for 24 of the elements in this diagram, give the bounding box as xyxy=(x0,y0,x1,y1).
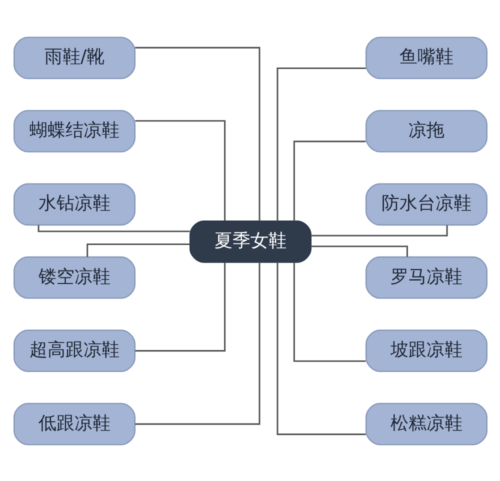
node-box: 防水台凉鞋 xyxy=(364,182,487,226)
node-box: 坡跟凉鞋 xyxy=(364,329,487,372)
node-box: 蝴蝶结凉鞋 xyxy=(13,109,136,152)
node-box: 水钻凉鞋 xyxy=(13,182,136,226)
node-box: 镂空凉鞋 xyxy=(13,256,136,298)
node-box: 罗马凉鞋 xyxy=(364,256,487,298)
connector xyxy=(134,120,226,220)
connector xyxy=(310,224,448,236)
connector xyxy=(37,224,190,232)
connector xyxy=(134,262,260,424)
node-box: 夏季女鞋 xyxy=(188,220,312,262)
connector xyxy=(134,46,260,220)
node-box: 低跟凉鞋 xyxy=(13,402,136,445)
node-box: 鱼嘴鞋 xyxy=(364,36,487,79)
connector xyxy=(276,66,366,221)
connector xyxy=(276,262,366,435)
node-box: 凉拖 xyxy=(364,109,487,152)
node-box: 松糕凉鞋 xyxy=(364,402,487,445)
node-box: 超高跟凉鞋 xyxy=(13,329,136,372)
connector xyxy=(310,245,408,256)
node-box: 雨鞋/靴 xyxy=(13,36,136,79)
connector xyxy=(292,140,366,220)
connector xyxy=(134,262,226,352)
connector xyxy=(292,262,366,362)
